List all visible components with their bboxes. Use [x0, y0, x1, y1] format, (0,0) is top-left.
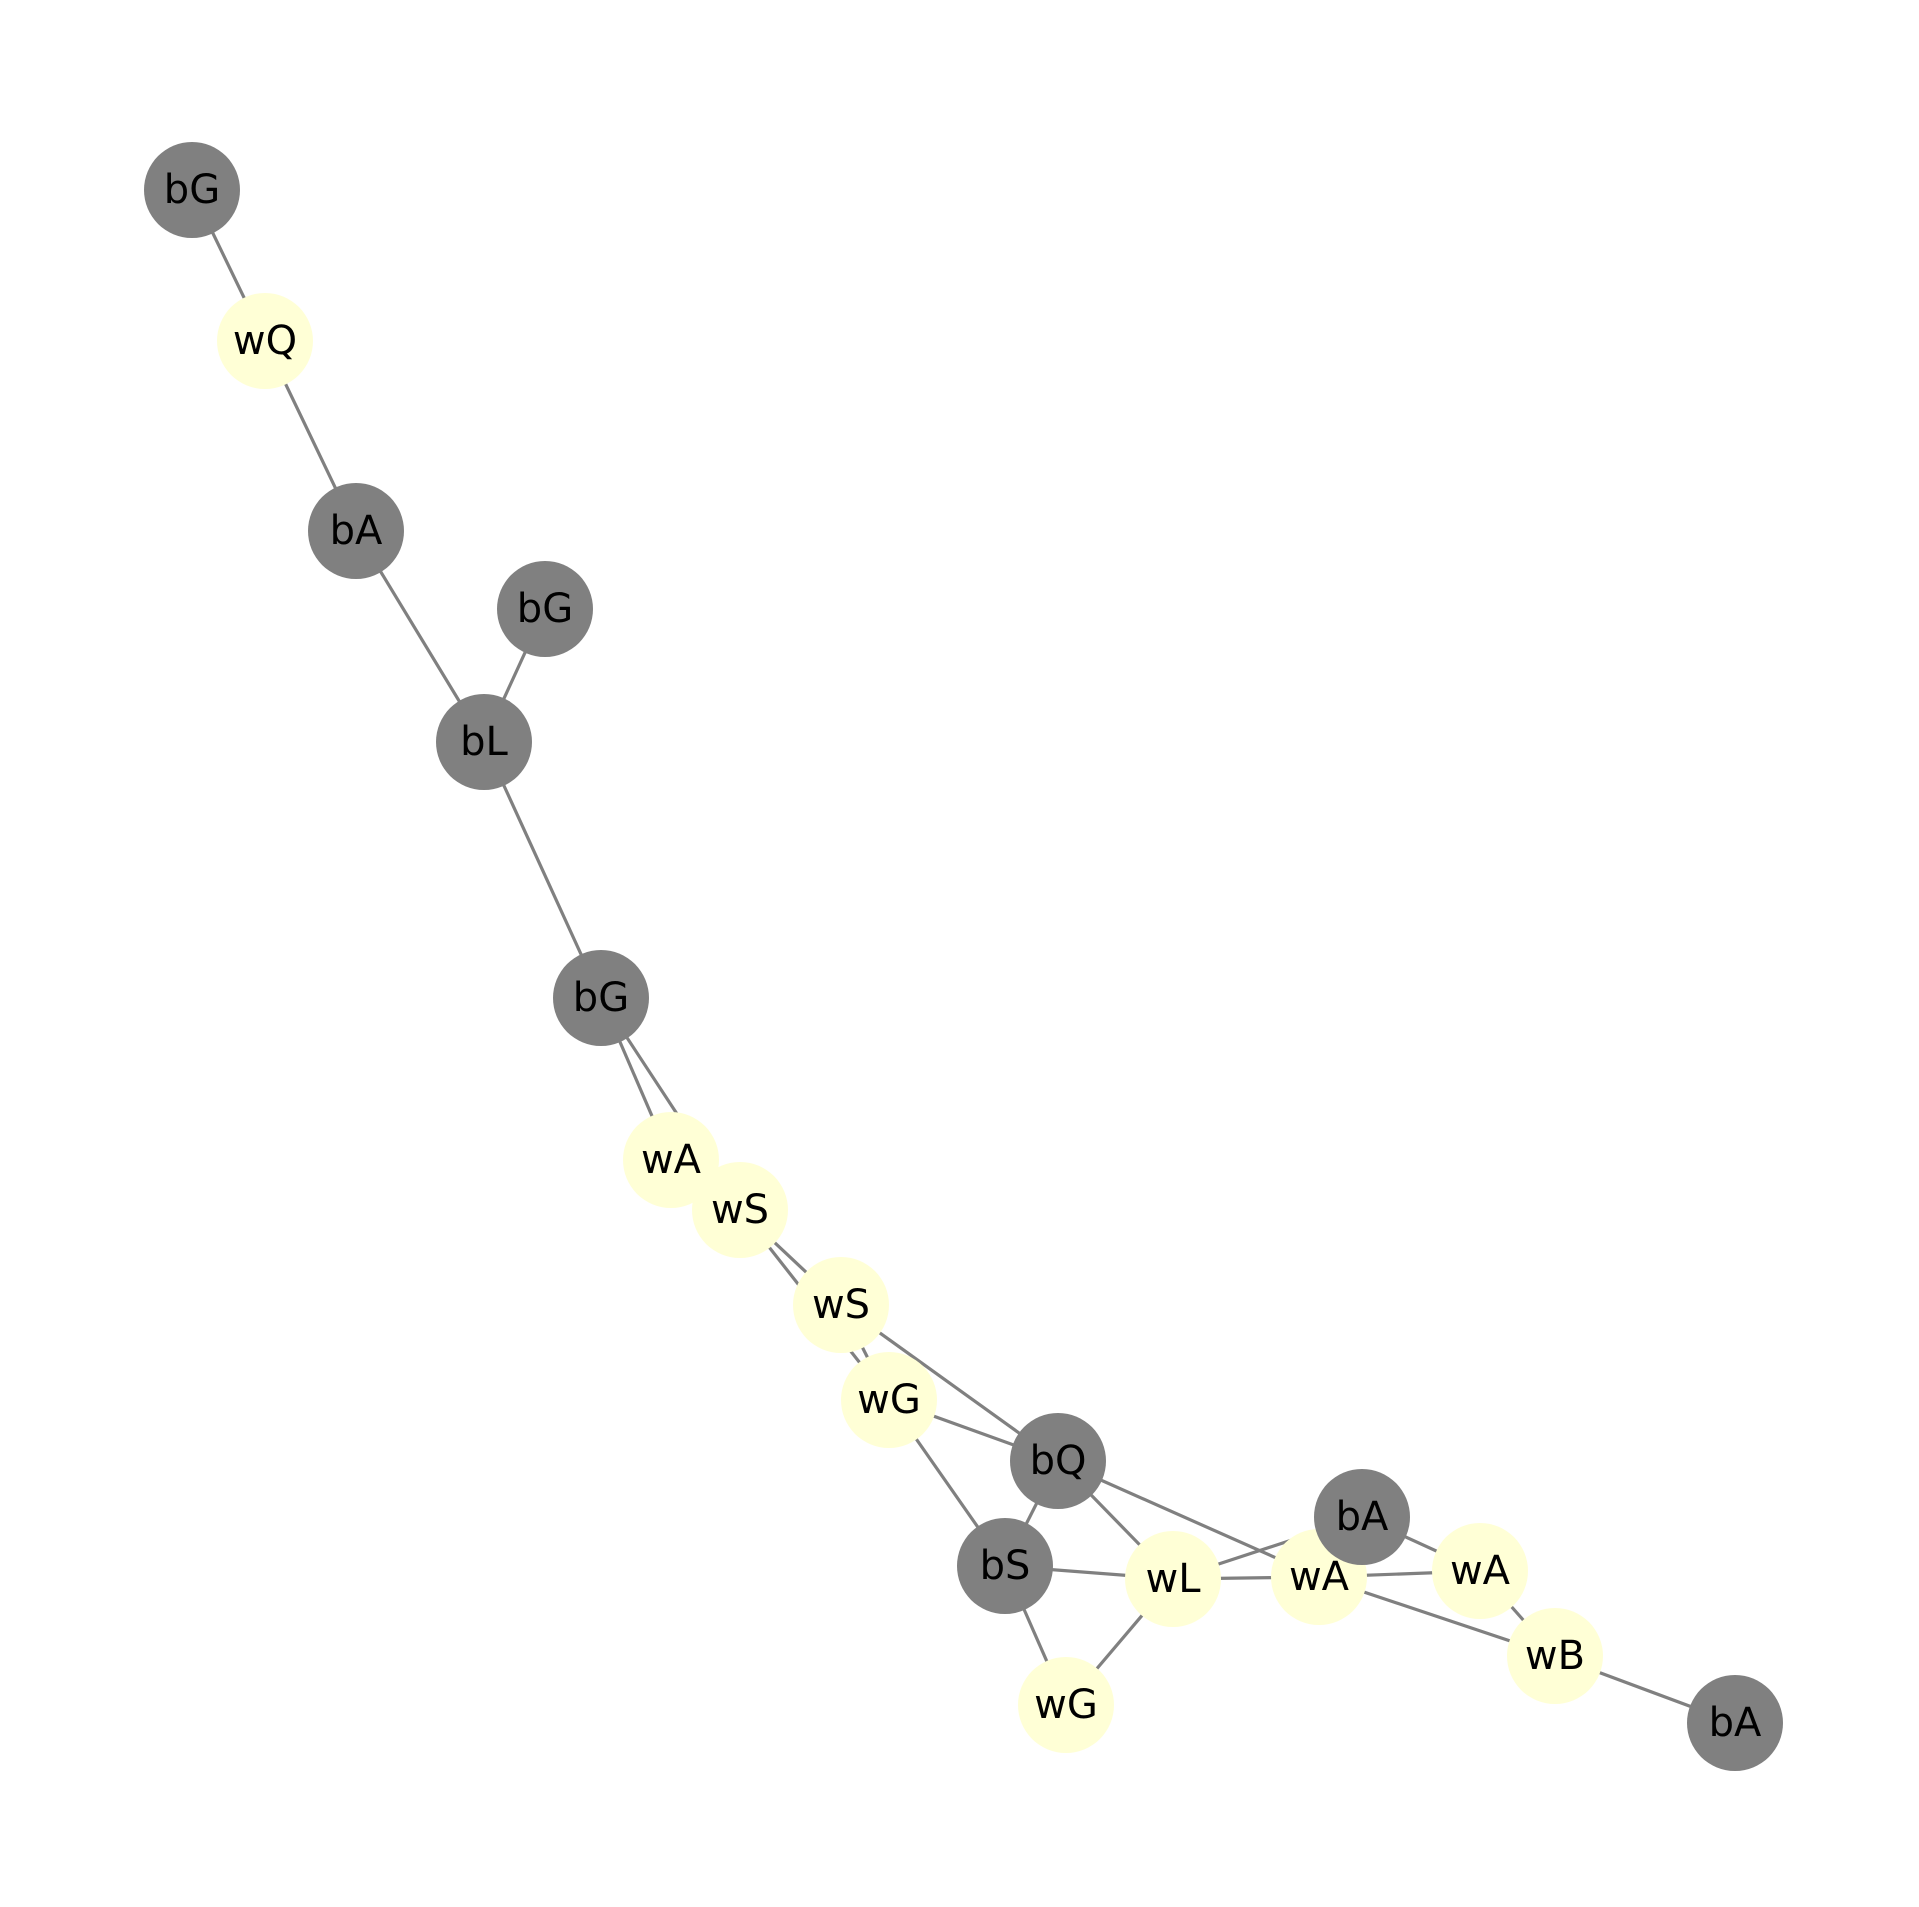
- node-circle: [1432, 1523, 1528, 1619]
- node-circle: [1687, 1675, 1783, 1771]
- node-label: bQ: [1030, 1438, 1087, 1484]
- node-n17: wB: [1507, 1608, 1603, 1704]
- node-label: wA: [1289, 1554, 1350, 1600]
- node-label: wQ: [233, 318, 297, 364]
- node-n12: bS: [957, 1518, 1053, 1614]
- node-circle: [1010, 1413, 1106, 1509]
- node-n5: bL: [436, 694, 532, 790]
- node-n13: wL: [1125, 1531, 1221, 1627]
- node-n10: wG: [841, 1352, 937, 1448]
- node-circle: [841, 1352, 937, 1448]
- node-circle: [144, 142, 240, 238]
- node-n18: bA: [1687, 1675, 1783, 1771]
- node-label: bL: [460, 719, 508, 765]
- node-label: bA: [330, 508, 383, 554]
- node-label: wL: [1146, 1556, 1202, 1602]
- node-circle: [436, 694, 532, 790]
- node-label: wS: [711, 1187, 769, 1233]
- node-circle: [1125, 1531, 1221, 1627]
- node-n16: wA: [1432, 1523, 1528, 1619]
- node-n11: bQ: [1010, 1413, 1106, 1509]
- node-n8: wS: [692, 1162, 788, 1258]
- node-n6: bG: [553, 950, 649, 1046]
- node-label: bG: [573, 975, 629, 1021]
- node-circle: [1018, 1657, 1114, 1753]
- node-circle: [308, 483, 404, 579]
- node-circle: [553, 950, 649, 1046]
- node-circle: [623, 1112, 719, 1208]
- node-n9: wS: [793, 1257, 889, 1353]
- node-label: bS: [980, 1543, 1031, 1589]
- node-label: bG: [517, 586, 573, 632]
- node-n15: bA: [1314, 1469, 1410, 1565]
- node-circle: [1314, 1469, 1410, 1565]
- node-n1: bG: [144, 142, 240, 238]
- node-label: bA: [1336, 1494, 1389, 1540]
- node-circle: [1507, 1608, 1603, 1704]
- node-label: wA: [1450, 1548, 1511, 1594]
- node-label: bG: [164, 167, 220, 213]
- node-circle: [497, 561, 593, 657]
- node-label: bA: [1709, 1700, 1762, 1746]
- node-circle: [692, 1162, 788, 1258]
- node-circle: [957, 1518, 1053, 1614]
- node-circle: [217, 293, 313, 389]
- edges-layer: [190, 189, 1736, 1725]
- node-circle: [793, 1257, 889, 1353]
- node-label: wS: [812, 1282, 870, 1328]
- node-n2: wQ: [217, 293, 313, 389]
- node-n3: bA: [308, 483, 404, 579]
- node-label: wG: [857, 1377, 921, 1423]
- node-n19: wG: [1018, 1657, 1114, 1753]
- node-label: wG: [1034, 1682, 1098, 1728]
- node-n7: wA: [623, 1112, 719, 1208]
- node-n4: bG: [497, 561, 593, 657]
- node-label: wB: [1525, 1633, 1585, 1679]
- node-label: wA: [641, 1137, 702, 1183]
